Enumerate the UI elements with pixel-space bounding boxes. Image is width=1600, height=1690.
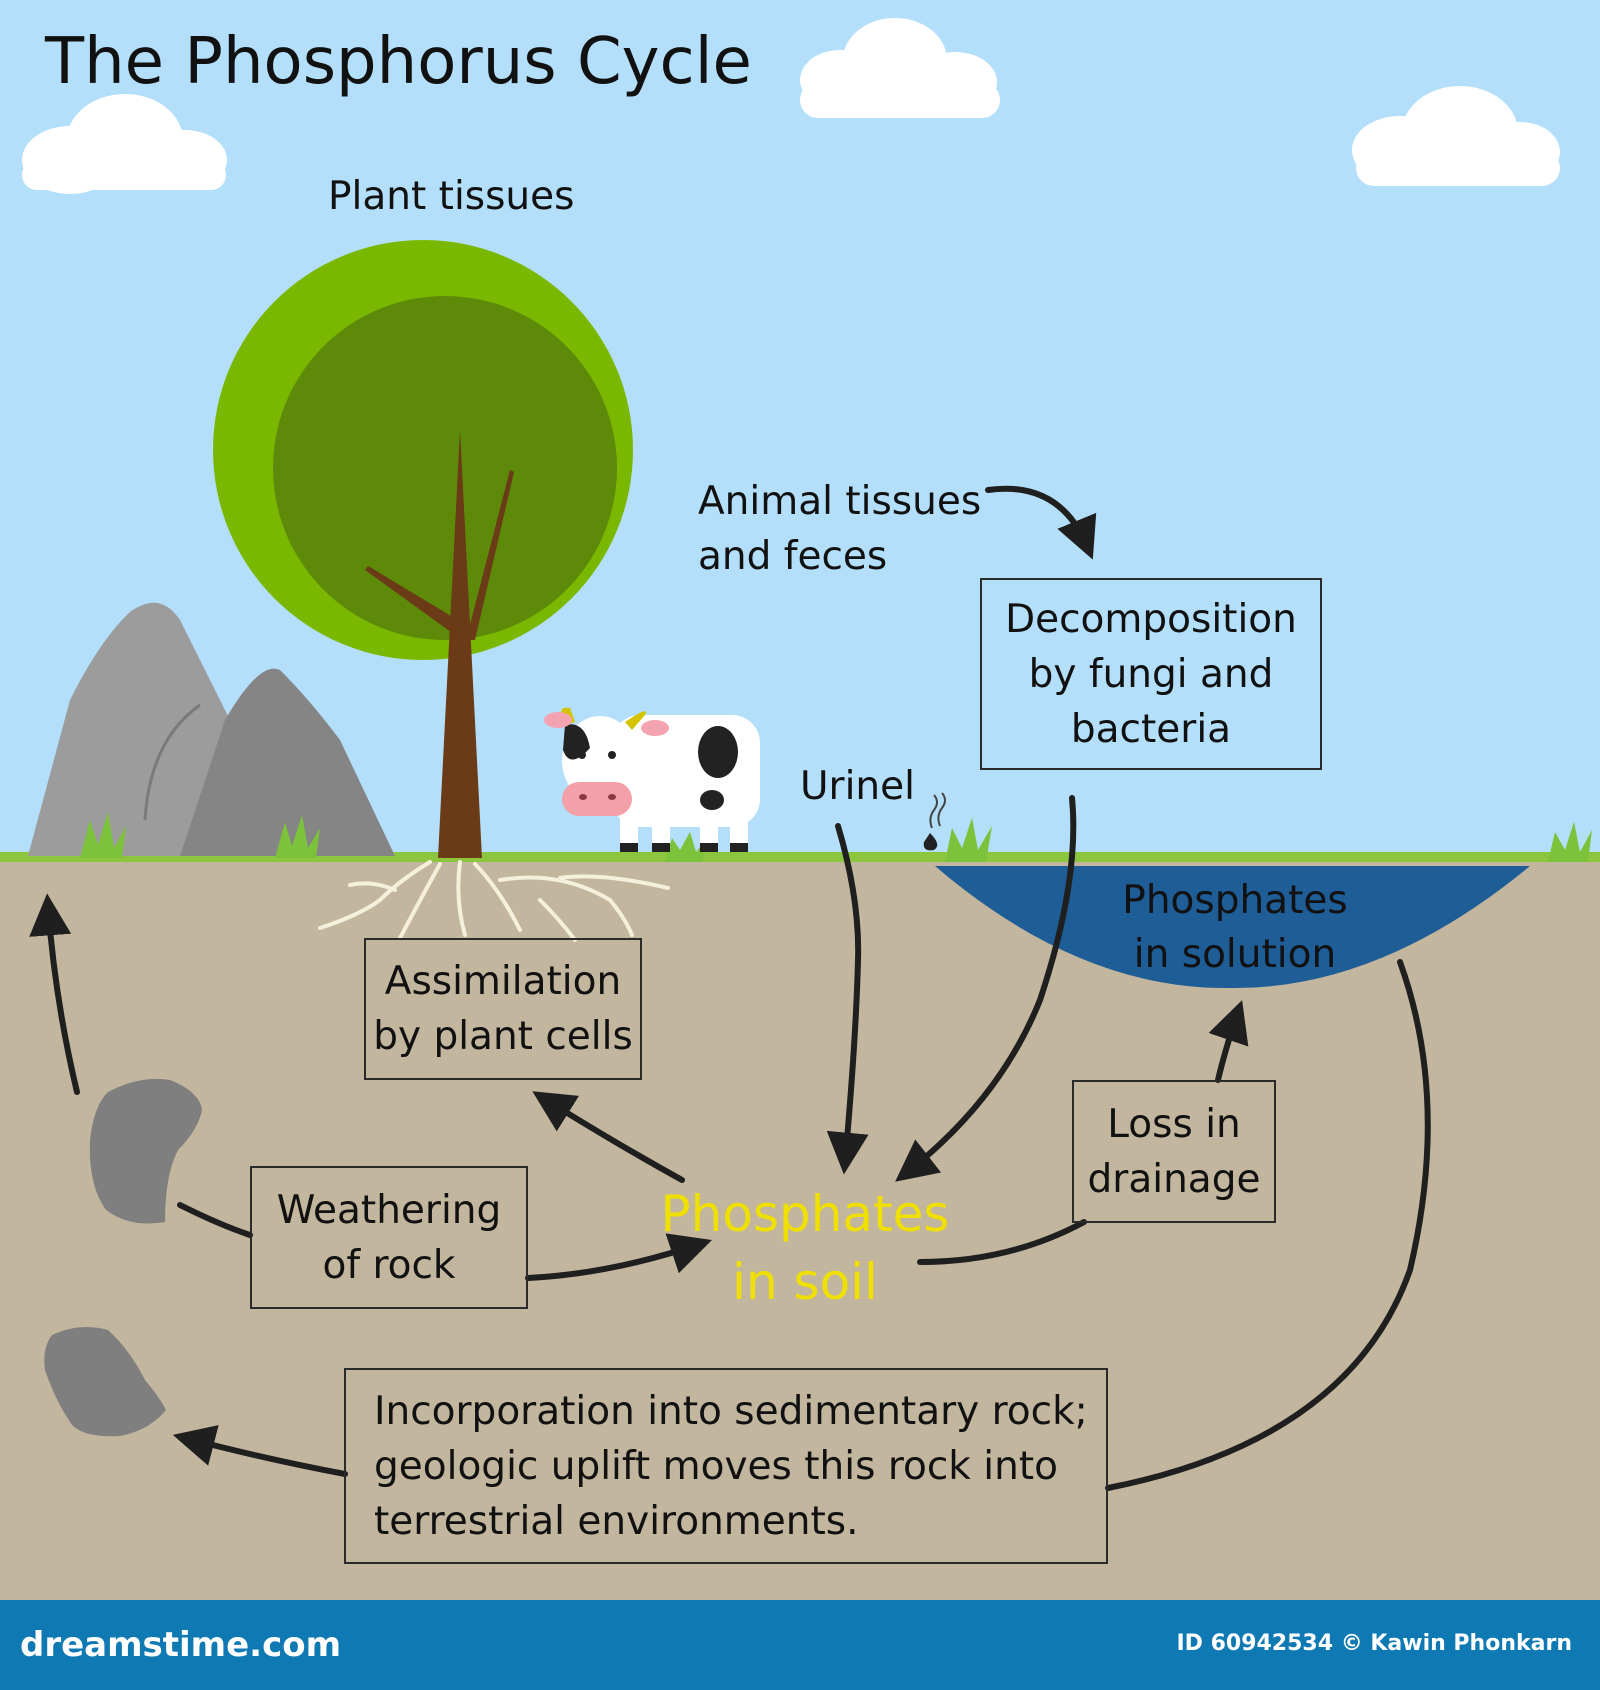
mountain-icon: [28, 602, 395, 856]
box-loss-in-drainage: Loss in drainage: [1072, 1080, 1276, 1223]
label-phosphates-in-soil: Phosphates in soil: [660, 1185, 950, 1311]
rock-icon: [44, 1326, 166, 1437]
cloud-icon: [22, 94, 227, 194]
arrow-rock-to-weathering: [177, 1202, 253, 1238]
grass-tuft-icon: [80, 812, 1592, 862]
arrow-decomposition-to-soil: [895, 795, 1077, 1182]
box-decomposition: Decomposition by fungi and bacteria: [980, 578, 1322, 770]
cloud-icon: [800, 18, 1000, 118]
arrow-soil-to-loss: [917, 1219, 1087, 1265]
label-urine: Urinel: [800, 764, 915, 809]
box-incorporation-text: Incorporation into sedimentary rock; geo…: [374, 1388, 1088, 1544]
label-phosphates-in-solution: Phosphates in solution: [1122, 878, 1348, 977]
box-decomposition-text: Decomposition by fungi and bacteria: [1005, 596, 1297, 752]
label-plant-tissues: Plant tissues: [328, 174, 575, 219]
feces-icon: [923, 792, 946, 851]
footer-credit: ID 60942534 © Kawin Phonkarn: [1176, 1631, 1572, 1656]
roots: [318, 860, 670, 942]
box-incorporation: Incorporation into sedimentary rock; geo…: [344, 1368, 1108, 1564]
box-weathering: Weathering of rock: [250, 1166, 528, 1309]
soil: [0, 858, 1600, 1600]
rock-icon: [89, 1078, 202, 1224]
box-assimilation-text: Assimilation by plant cells: [373, 959, 633, 1059]
box-weathering-text: Weathering of rock: [276, 1187, 502, 1288]
arrow-incorporation-to-rock: [172, 1425, 348, 1477]
box-assimilation: Assimilation by plant cells: [364, 938, 642, 1080]
arrow-weathering-to-soil: [525, 1233, 712, 1281]
arrow-animal-to-decomposition: [985, 485, 1097, 560]
page-title: The Phosphorus Cycle: [45, 25, 752, 99]
box-loss-text: Loss in drainage: [1087, 1101, 1261, 1202]
grass-strip: [0, 852, 1600, 862]
diagram-artwork: [0, 18, 1600, 1600]
footer-brand: dreamstime.com: [20, 1625, 342, 1665]
arrow-rock-uplift: [29, 893, 80, 1095]
cow-icon: [544, 707, 760, 852]
cloud-icon: [1352, 86, 1560, 186]
pond: [935, 866, 1530, 989]
tree-icon: [213, 240, 633, 858]
arrow-loss-to-solution: [1208, 1000, 1249, 1083]
footer-bar: dreamstime.com ID 60942534 © Kawin Phonk…: [0, 1600, 1600, 1690]
label-animal-tissues: Animal tissues and feces: [698, 479, 982, 579]
arrow-solution-to-incorporation: [1105, 959, 1431, 1491]
arrow-urine-to-soil: [826, 823, 869, 1175]
arrow-soil-to-assimilation: [532, 1091, 685, 1183]
